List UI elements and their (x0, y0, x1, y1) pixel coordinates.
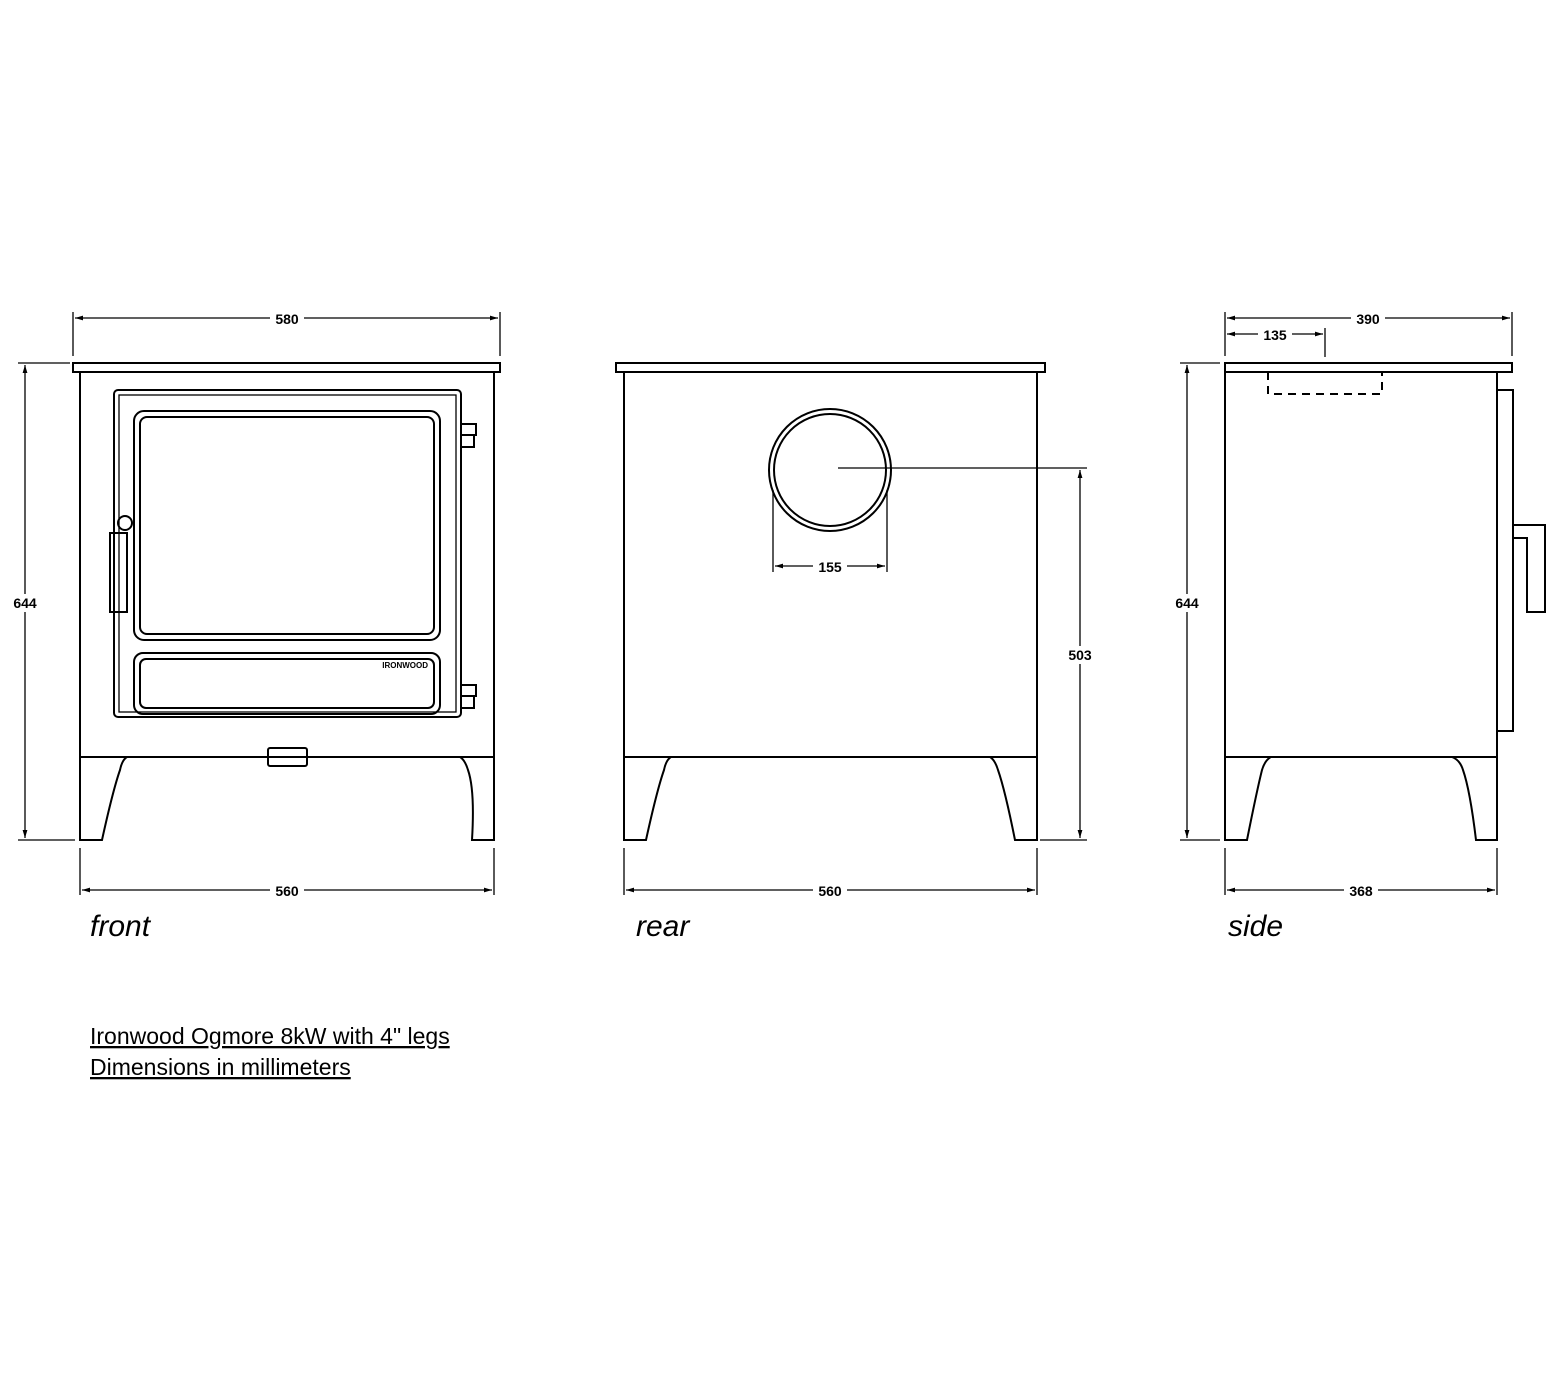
side-height-label: 644 (1175, 595, 1199, 611)
front-view-label: front (90, 910, 152, 943)
flue-offset-label: 135 (1263, 327, 1287, 343)
top-flue-outline (1267, 372, 1383, 395)
front-height-label: 644 (13, 595, 37, 611)
rear-view: 155 503 560 rear (615, 362, 1097, 943)
side-top-depth-label: 390 (1356, 311, 1380, 327)
side-view: 390 135 644 368 side (1170, 310, 1546, 943)
flue-height-label: 503 (1068, 647, 1092, 663)
front-lower-panel-inner (139, 658, 435, 709)
front-glass-panel (133, 410, 441, 641)
flue-outlet-inner (773, 413, 887, 527)
side-body (1224, 372, 1498, 841)
side-top-plate (1224, 362, 1513, 373)
ash-pan-handle (267, 747, 308, 767)
flue-diameter-label: 155 (818, 559, 842, 575)
hinge-top (460, 423, 477, 436)
side-door-handle (1513, 524, 1546, 613)
rear-body (623, 372, 1038, 841)
rear-top-plate (615, 362, 1046, 373)
front-lower-panel (133, 652, 441, 715)
rear-view-label: rear (636, 910, 690, 943)
front-door (113, 389, 462, 718)
hinge-top-lower (460, 434, 475, 448)
front-door-inner (118, 394, 457, 713)
door-handle (109, 532, 128, 613)
side-view-label: side (1228, 910, 1283, 943)
caption-units: Dimensions in millimeters (90, 1054, 351, 1080)
front-top-plate (72, 362, 501, 373)
door-handle-knob (117, 515, 133, 531)
front-body (79, 372, 495, 841)
front-top-width-label: 580 (275, 311, 299, 327)
front-view: IRONWOOD 580 644 560 front (8, 310, 501, 943)
front-base-width-label: 560 (275, 883, 299, 899)
hinge-bottom-lower (460, 695, 475, 709)
front-brand-logo: IRONWOOD (382, 661, 428, 670)
side-base-depth-label: 368 (1349, 883, 1373, 899)
front-glass-inner (139, 416, 435, 635)
caption-title: Ironwood Ogmore 8kW with 4" legs (90, 1023, 450, 1049)
flue-outlet (768, 408, 892, 532)
hinge-bottom (460, 684, 477, 697)
rear-base-width-label: 560 (818, 883, 842, 899)
side-door-profile (1496, 389, 1514, 732)
